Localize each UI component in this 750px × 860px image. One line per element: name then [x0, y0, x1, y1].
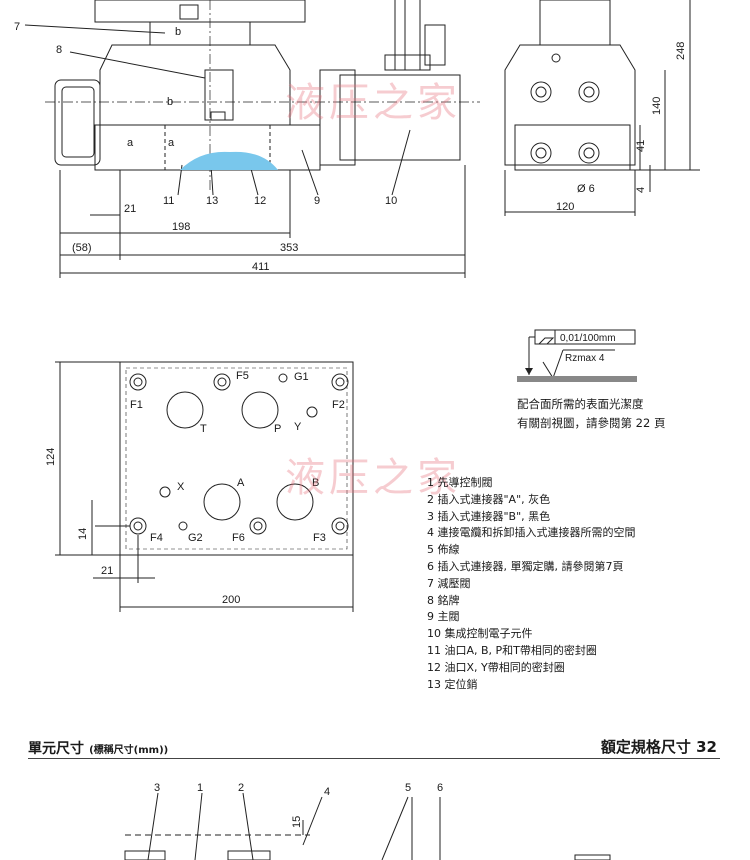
legend-item: 11 油口A, B, P和T帶相同的密封圈	[427, 643, 597, 657]
dim-15: 15	[291, 816, 303, 828]
callout-3: 3	[154, 782, 160, 794]
callout-a-right: a	[168, 137, 175, 149]
roughness-value: Rzmax 4	[565, 353, 605, 364]
port-Y: Y	[294, 421, 302, 433]
dim-124: 124	[45, 448, 57, 466]
callout-7: 7	[14, 21, 20, 33]
callout-b-upper: b	[175, 26, 181, 38]
section-title-unit: (標稱尺寸(mm))	[89, 745, 169, 756]
legend-item: 5 佈線	[427, 543, 460, 557]
unit-dimensions-drawing: 3 1 2 4 5 6 15	[124, 782, 611, 860]
callout-1: 1	[197, 782, 203, 794]
dim-353: 353	[280, 242, 298, 254]
port-X: X	[177, 481, 185, 493]
watermark-2: 液压之家	[285, 455, 461, 501]
dim-198: 198	[172, 221, 190, 233]
legend-item: 7 減壓閥	[427, 576, 471, 590]
port-F2: F2	[332, 399, 345, 411]
port-P: P	[274, 423, 281, 435]
legend-item: 8 銘牌	[427, 593, 460, 607]
dim-120: 120	[556, 201, 574, 213]
callout-11: 11	[163, 195, 174, 207]
callout-10: 10	[385, 195, 397, 207]
callout-6: 6	[437, 782, 443, 794]
mounting-face-drawing: F1 F5 G1 F2 T P Y X A B F4 G2 F6 F3 124 …	[45, 361, 354, 612]
dim-411: 411	[252, 261, 270, 273]
port-highlight	[180, 151, 278, 170]
dim-41: 41	[635, 140, 647, 152]
callout-2: 2	[238, 782, 244, 794]
callout-b-lower: b	[167, 96, 173, 108]
legend-item: 6 插入式連接器, 單獨定購, 請參閱第7頁	[427, 559, 624, 573]
section-title-main: 單元尺寸	[28, 741, 84, 757]
legend-item: 4 連接電纜和拆卸插入式連接器所需的空間	[427, 526, 636, 540]
dim-58: (58)	[72, 242, 92, 254]
port-G2: G2	[188, 532, 203, 544]
port-F5: F5	[236, 370, 249, 382]
surface-note-line2: 有關剖視圖，請參閱第 22 頁	[517, 416, 666, 430]
legend-list: 1 先導控制閥 2 插入式連接器"A", 灰色 3 插入式連接器"B", 黑色 …	[427, 475, 636, 693]
legend-item: 12 油口X, Y帶相同的密封圈	[427, 660, 565, 674]
port-A: A	[237, 477, 245, 489]
dim-140: 140	[651, 97, 663, 115]
port-G1: G1	[294, 371, 309, 383]
dim-248: 248	[675, 42, 687, 60]
valve-front-view-drawing: 7 8 b b a a 11 13 12 9 10 21 198 (58) 35…	[14, 0, 700, 278]
legend-item: 1 先導控制閥	[427, 476, 493, 489]
port-F6: F6	[232, 532, 245, 544]
legend-item: 9 主閥	[427, 610, 460, 624]
port-F3: F3	[313, 532, 326, 544]
flatness-tolerance: 0,01/100mm	[560, 333, 616, 344]
section-divider	[28, 758, 720, 759]
callout-9: 9	[314, 195, 320, 207]
legend-item: 13 定位銷	[427, 677, 478, 691]
callout-8: 8	[56, 44, 62, 56]
section-title: 單元尺寸 (標稱尺寸(mm))	[28, 738, 168, 758]
dim-14: 14	[77, 528, 89, 540]
port-F1: F1	[130, 399, 143, 411]
surface-note-line1: 配合面所需的表面光潔度	[517, 397, 644, 411]
callout-a-left: a	[127, 137, 134, 149]
port-B: B	[312, 477, 319, 489]
callout-13: 13	[206, 195, 218, 207]
callout-5: 5	[405, 782, 411, 794]
size-rating-label: 額定規格尺寸 32	[600, 738, 717, 756]
dim-hole-diameter: Ø 6	[577, 183, 595, 195]
callout-12: 12	[254, 195, 266, 207]
callout-4: 4	[324, 786, 330, 798]
dim-21: 21	[124, 203, 136, 215]
legend-item: 3 插入式連接器"B", 黑色	[427, 509, 551, 523]
dim-200: 200	[222, 594, 240, 606]
dim-4: 4	[635, 187, 647, 193]
port-T: T	[200, 423, 207, 435]
legend-item: 10 集成控制電子元件	[427, 627, 533, 641]
legend-item: 2 插入式連接器"A", 灰色	[427, 492, 551, 506]
port-F4: F4	[150, 532, 163, 544]
dim-21-face: 21	[101, 565, 113, 577]
surface-finish-symbol: 0,01/100mm Rzmax 4	[517, 329, 637, 382]
watermark: 液压之家	[285, 80, 461, 126]
